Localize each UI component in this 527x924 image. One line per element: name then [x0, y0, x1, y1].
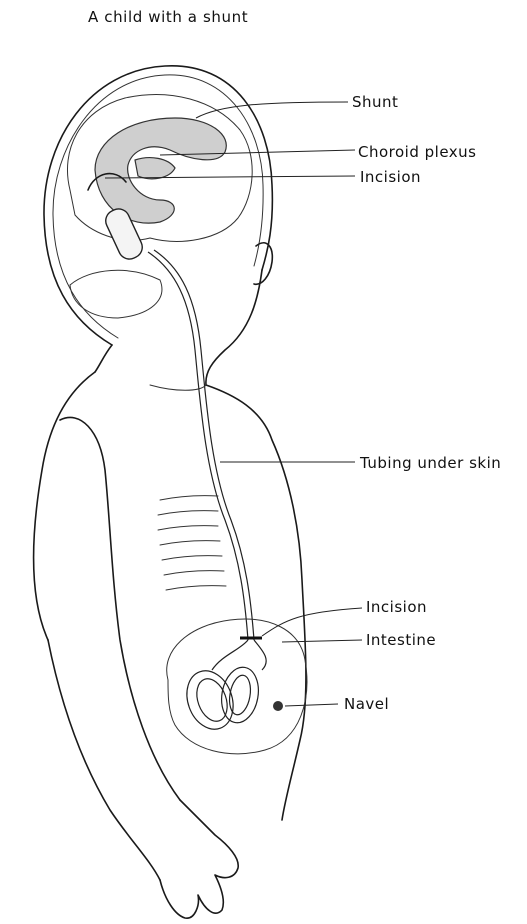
- label-incision-head: Incision: [360, 168, 421, 186]
- torso-back: [34, 372, 95, 640]
- hand: [160, 800, 238, 918]
- label-intestine: Intestine: [366, 631, 436, 649]
- shoulder-line: [150, 385, 206, 390]
- label-incision-abdomen: Incision: [366, 598, 427, 616]
- tubing-outer: [148, 252, 248, 640]
- label-tubing-under-skin: Tubing under skin: [360, 454, 501, 472]
- navel-mark: [273, 701, 283, 711]
- jaw-neck: [206, 270, 262, 385]
- arm-inner: [48, 640, 160, 880]
- torso-front: [206, 385, 306, 820]
- label-shunt: Shunt: [352, 93, 398, 111]
- tubing-inner: [154, 250, 254, 640]
- rib-lines: [158, 496, 226, 590]
- tubing-coils: [179, 640, 266, 736]
- label-navel: Navel: [344, 695, 389, 713]
- cerebellum: [70, 270, 162, 318]
- choroid-plexus: [135, 158, 175, 179]
- label-choroid-plexus: Choroid plexus: [358, 143, 476, 161]
- leader-lines: [105, 102, 362, 706]
- neck-back: [95, 345, 112, 372]
